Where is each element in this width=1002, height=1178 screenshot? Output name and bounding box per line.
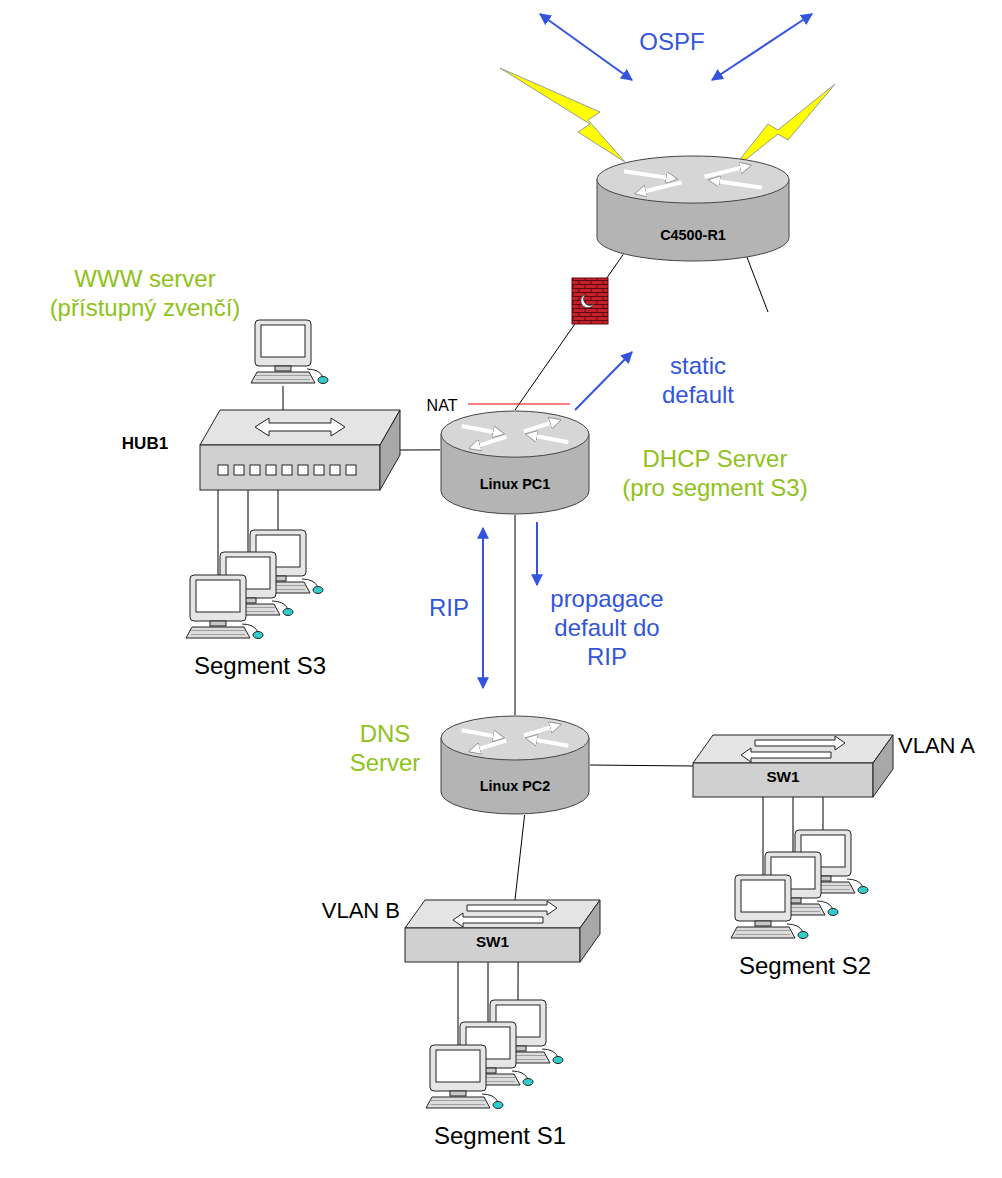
- route-label: static default: [648, 352, 748, 410]
- router-arrow: [462, 426, 499, 433]
- static-default-arrow: [575, 352, 632, 410]
- protocol-label: RIP: [424, 594, 474, 623]
- network-link: [590, 765, 693, 766]
- router-arrow: [624, 171, 672, 178]
- firewall-icon: [572, 278, 608, 324]
- router-icon: Linux PC2DNS Server: [440, 715, 590, 815]
- network-link: [278, 490, 279, 530]
- hub-port: [218, 465, 228, 475]
- switch-arrow: [467, 901, 557, 915]
- router-icon: Linux PC1DHCP Server (pro segment S3): [440, 410, 590, 515]
- network-link: [823, 797, 824, 830]
- nat-label: NAT: [420, 396, 464, 415]
- switch-arrow: [755, 736, 845, 750]
- node-annotation: VLAN A: [898, 733, 988, 759]
- hub-port: [234, 465, 244, 475]
- network-link: [518, 962, 519, 1000]
- node-label: Segment S1: [420, 1122, 580, 1151]
- hub-side: [380, 410, 400, 490]
- hub-port: [266, 465, 276, 475]
- hub-port: [346, 465, 356, 475]
- network-link: [515, 815, 525, 900]
- switch-icon-graphic: [693, 735, 893, 797]
- switch-side: [873, 735, 893, 797]
- nat-boundary-line: [468, 404, 570, 405]
- node-label: Segment S3: [180, 652, 340, 681]
- node-label: Linux PC1: [440, 476, 590, 493]
- workstation-group: Segment S2: [725, 830, 885, 985]
- router-arrow: [474, 741, 506, 750]
- node-label: SW1: [405, 933, 580, 951]
- server-icon-graphic: [255, 320, 330, 386]
- router-link-line: [745, 252, 768, 312]
- router-top: [441, 411, 589, 457]
- router-arrow: [705, 167, 746, 177]
- route-label: propagace default do RIP: [548, 585, 666, 671]
- protocol-label: OSPF: [632, 28, 712, 57]
- hub-top: [200, 410, 400, 445]
- hub-arrow: [255, 418, 345, 436]
- hub-port: [330, 465, 340, 475]
- node-label: HUB1: [100, 434, 190, 454]
- router-icon: C4500-R1: [596, 155, 790, 262]
- network-link: [283, 386, 284, 410]
- switch-top: [405, 900, 600, 928]
- ospf-arrow: [712, 14, 812, 80]
- hub-front: [200, 445, 380, 490]
- network-link: [515, 255, 623, 410]
- workstation-group: Segment S1: [420, 1000, 580, 1155]
- switch-icon: SW1VLAN B: [405, 900, 600, 962]
- hub-icon-graphic: [200, 410, 400, 490]
- switch-front: [405, 928, 580, 962]
- router-arrow: [524, 421, 556, 431]
- hub-icon: HUB1: [200, 410, 400, 490]
- switch-top: [693, 735, 893, 763]
- switch-arrow: [453, 913, 543, 927]
- switch-icon-graphic: [405, 900, 600, 962]
- router-top: [441, 716, 589, 760]
- ospf-arrow: [540, 14, 632, 80]
- hub-port: [298, 465, 308, 475]
- node-annotation: DNS Server: [335, 720, 435, 778]
- server-icon: WWW server (přístupný zvenčí): [255, 320, 330, 386]
- switch-side: [580, 900, 600, 962]
- hub-port: [282, 465, 292, 475]
- router-arrow: [462, 730, 499, 737]
- switch-arrow: [741, 748, 831, 762]
- node-label: Segment S2: [725, 952, 885, 981]
- propagation-arrow: [536, 522, 538, 585]
- node-annotation: DHCP Server (pro segment S3): [620, 445, 810, 503]
- router-arrow: [531, 435, 568, 442]
- computer-icon: [186, 575, 263, 639]
- switch-icon: SW1VLAN A: [693, 735, 893, 797]
- node-label: C4500-R1: [596, 227, 790, 244]
- workstation-group: Segment S3: [180, 530, 340, 685]
- node-annotation: VLAN B: [310, 898, 400, 924]
- serial-link-bolt: [730, 84, 835, 172]
- computer-icon: [731, 875, 808, 939]
- node-label: Linux PC2: [440, 778, 590, 795]
- router-arrow: [714, 181, 762, 188]
- network-link: [515, 515, 516, 715]
- hub-port: [314, 465, 324, 475]
- computer-icon: [426, 1045, 503, 1109]
- serial-link-bolt: [500, 68, 625, 162]
- router-icon-graphic: [440, 410, 590, 515]
- router-arrow: [524, 726, 556, 735]
- computer-icon: [251, 320, 328, 384]
- node-label: WWW server (přístupný zvenčí): [45, 265, 245, 323]
- router-arrow: [640, 182, 681, 192]
- switch-front: [693, 763, 873, 797]
- router-icon-graphic: [596, 155, 790, 262]
- network-link: [400, 449, 440, 450]
- router-arrow: [474, 437, 506, 447]
- router-top: [597, 156, 789, 203]
- rip-arrow: [482, 528, 484, 688]
- hub-port: [250, 465, 260, 475]
- router-arrow: [531, 739, 568, 746]
- router-icon-graphic: [440, 715, 590, 815]
- node-label: SW1: [693, 768, 873, 786]
